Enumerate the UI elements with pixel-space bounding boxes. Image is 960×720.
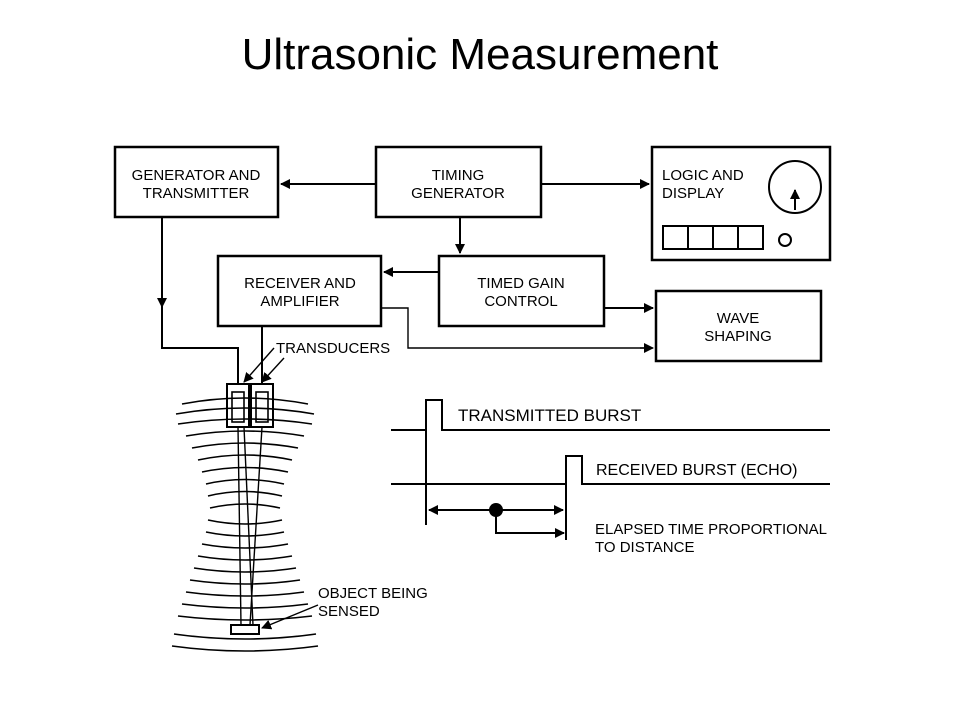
meter-dial-icon: [768, 160, 822, 214]
transducer-pair: [226, 383, 274, 428]
ultrasonic-waves: [171, 397, 319, 652]
transmitted-burst-label: TRANSMITTED BURST: [458, 406, 641, 425]
received-burst-waveform: [391, 455, 830, 485]
timing-generator-block: TIMING GENERATOR: [374, 145, 543, 219]
elapsed-time-label-line1: ELAPSED TIME PROPORTIONAL: [595, 521, 827, 538]
elapsed-time-label-line2: TO DISTANCE: [595, 539, 694, 556]
generator-transmitter-line2: TRANSMITTER: [143, 185, 250, 202]
digital-readout-icon: [662, 225, 764, 250]
timing-generator-line1: TIMING: [432, 167, 485, 184]
received-burst-label: RECEIVED BURST (ECHO): [596, 462, 798, 479]
timing-generator-line2: GENERATOR: [411, 185, 505, 202]
object-label-line2: SENSED: [318, 603, 380, 620]
logic-display-line2: DISPLAY: [662, 185, 724, 202]
indicator-lamp-icon: [778, 233, 792, 247]
timed-gain-control-line1: TIMED GAIN: [477, 275, 565, 292]
timed-gain-control-line2: CONTROL: [484, 293, 557, 310]
generator-transmitter-block: GENERATOR AND TRANSMITTER: [113, 145, 280, 219]
transmitted-burst-waveform: [391, 399, 830, 431]
slide-title: Ultrasonic Measurement: [241, 30, 719, 79]
sensed-object: [230, 624, 260, 635]
receiver-amplifier-line1: RECEIVER AND: [244, 275, 356, 292]
signal-connections: [157, 179, 654, 384]
transducers-label: TRANSDUCERS: [276, 340, 390, 357]
object-label-line1: OBJECT BEING: [318, 585, 428, 602]
wave-shaping-line2: SHAPING: [704, 328, 772, 345]
logic-display-line1: LOGIC AND: [662, 167, 744, 184]
elapsed-time-indicator: [425, 430, 567, 540]
logic-display-block: LOGIC AND DISPLAY: [650, 145, 832, 262]
generator-transmitter-line1: GENERATOR AND: [132, 167, 261, 184]
wave-shaping-line1: WAVE: [717, 310, 760, 327]
receiver-amplifier-block: RECEIVER AND AMPLIFIER: [216, 254, 383, 328]
wave-shaping-block: WAVE SHAPING: [654, 289, 823, 363]
timed-gain-control-block: TIMED GAIN CONTROL: [437, 254, 606, 328]
receiver-amplifier-line2: AMPLIFIER: [260, 293, 339, 310]
